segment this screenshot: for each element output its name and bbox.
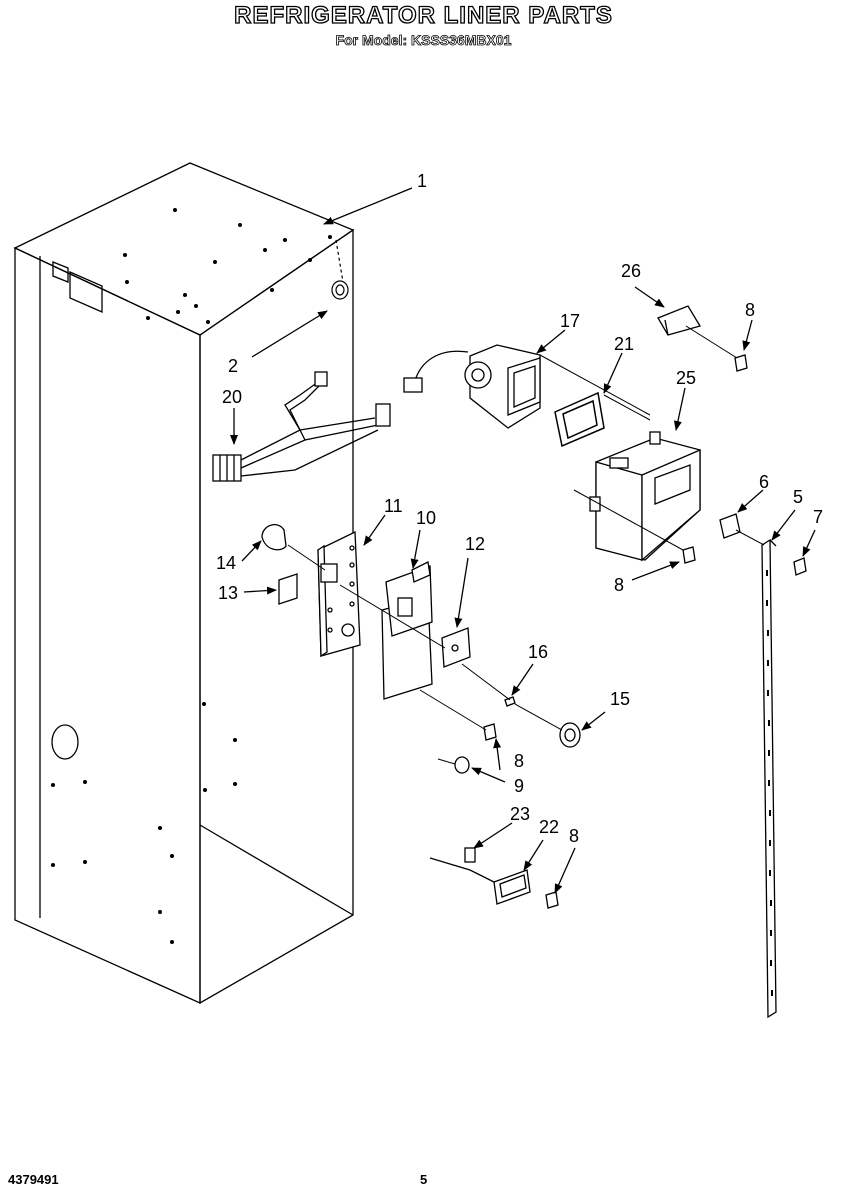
callout-5: 5: [793, 487, 803, 507]
callout-21: 21: [614, 334, 634, 354]
part-25-housing: [589, 431, 701, 562]
callout-8-low: 8: [514, 751, 524, 771]
part-15-knob: [559, 722, 581, 748]
callout-6: 6: [759, 472, 769, 492]
part-5-rail: [761, 538, 777, 1019]
callout-22: 22: [539, 817, 559, 837]
page-number: 5: [420, 1172, 428, 1187]
callout-9: 9: [514, 776, 524, 796]
part-12-plate: [441, 627, 471, 668]
part-2-grommet: [331, 239, 349, 300]
leader-arrows: [230, 187, 816, 894]
callout-12: 12: [465, 534, 485, 554]
part-20-wire-harness: [212, 371, 391, 482]
callout-20: 20: [222, 387, 242, 407]
part-16-clip: [504, 696, 516, 707]
callout-8-bottom: 8: [569, 826, 579, 846]
model-subtitle: For Model: KSSS36MBX01: [335, 32, 512, 49]
callout-labels: 1 2 20 17 21 25 26 8 6 5 7 8 11 10 12 14…: [216, 171, 823, 846]
document-number: 4379491: [8, 1172, 59, 1187]
callout-10: 10: [416, 508, 436, 528]
assembly-lines: [287, 325, 765, 765]
part-21-gasket: [554, 391, 605, 448]
part-10-control: [381, 561, 433, 700]
callout-1: 1: [417, 171, 427, 191]
callout-16: 16: [528, 642, 548, 662]
callout-15: 15: [610, 689, 630, 709]
callout-8-mid: 8: [614, 575, 624, 595]
callout-26: 26: [621, 261, 641, 281]
callout-11: 11: [384, 496, 403, 516]
callout-23: 23: [510, 804, 530, 824]
callout-25: 25: [676, 368, 696, 388]
part-17-thermostat: [403, 344, 541, 429]
part-22-switch: [493, 869, 531, 905]
callout-14: 14: [216, 553, 236, 573]
part-9-plug: [454, 756, 470, 774]
part-6-support: [719, 513, 741, 539]
callout-13: 13: [218, 583, 238, 603]
callout-8-top: 8: [745, 300, 755, 320]
screws-part-8: [483, 354, 748, 909]
part-14-knob: [261, 524, 287, 551]
page-title: REFRIGERATOR LINER PARTS: [234, 1, 613, 29]
part-7-screw: [793, 557, 807, 576]
part-13-label: [278, 573, 298, 605]
callout-2: 2: [228, 356, 238, 376]
liner-cabinet: [13, 162, 355, 1005]
callout-17: 17: [560, 311, 580, 331]
part-11-bracket: [317, 530, 361, 658]
part-23-wire: [429, 847, 501, 886]
callout-7: 7: [813, 507, 823, 527]
